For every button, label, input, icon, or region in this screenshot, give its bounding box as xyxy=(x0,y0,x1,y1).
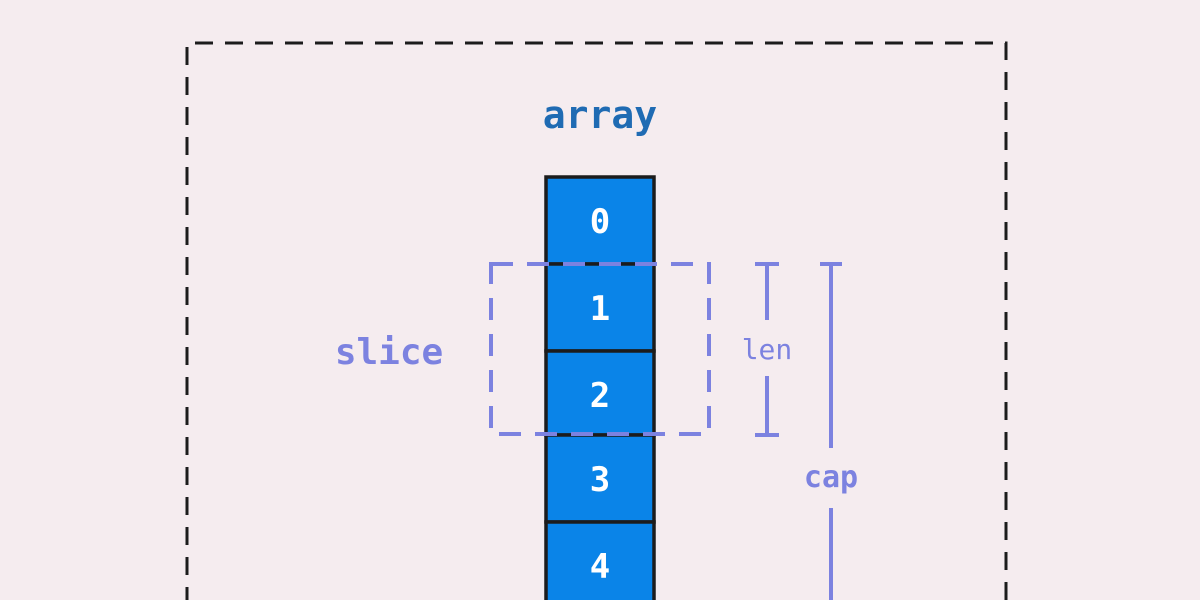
array-label: array xyxy=(543,93,657,137)
len-bracket xyxy=(755,262,779,437)
slice-dashed-box xyxy=(489,262,711,436)
array-cells: 0 1 2 3 4 xyxy=(544,175,656,600)
outer-dashed-frame xyxy=(185,41,1008,600)
len-label: len xyxy=(742,333,793,366)
array-cell-label-2: 2 xyxy=(590,376,610,416)
slice-label: slice xyxy=(335,332,443,373)
array-cell-label-4: 4 xyxy=(590,547,610,587)
array-cell-4 xyxy=(544,520,656,600)
array-cell-label-0: 0 xyxy=(590,202,610,242)
array-cell-1 xyxy=(544,262,656,353)
cap-bracket xyxy=(820,262,842,600)
array-cell-label-3: 3 xyxy=(590,460,610,500)
array-cell-label-1: 1 xyxy=(590,289,610,329)
cap-label: cap xyxy=(804,460,858,495)
